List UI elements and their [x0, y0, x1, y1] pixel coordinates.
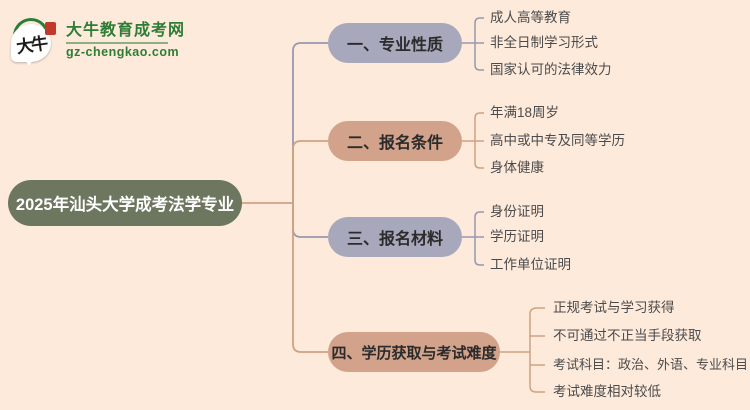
- leaf-item: 成人高等教育: [490, 10, 571, 25]
- leaf-item: 考试难度相对较低: [553, 384, 661, 399]
- branch-node-1: 一、专业性质: [328, 23, 462, 63]
- leaf-item: 工作单位证明: [490, 257, 571, 272]
- leaf-item: 学历证明: [490, 229, 544, 244]
- branch-node-3: 三、报名材料: [328, 217, 462, 257]
- logo-text-block: 大牛教育成考网 gz-chengkao.com: [66, 18, 185, 59]
- leaf-item: 不可通过不正当手段获取: [553, 328, 702, 343]
- speech-bubble-icon: 大牛: [11, 24, 51, 62]
- speech-bubble-tail: [24, 58, 34, 66]
- branch-node-2: 二、报名条件: [328, 121, 462, 161]
- red-seal-icon: [45, 22, 56, 35]
- site-logo: 大牛 大牛教育成考网 gz-chengkao.com: [10, 18, 185, 68]
- branch-node-4: 四、学历获取与考试难度: [328, 332, 500, 372]
- logo-divider: [66, 42, 168, 44]
- leaf-item: 正规考试与学习获得: [553, 300, 675, 315]
- logo-url: gz-chengkao.com: [66, 45, 180, 59]
- logo-icon-text: 大牛: [15, 33, 48, 58]
- leaf-item: 国家认可的法律效力: [490, 62, 612, 77]
- leaf-item: 高中或中专及同等学历: [490, 133, 625, 148]
- leaf-item: 身份证明: [490, 204, 544, 219]
- logo-title: 大牛教育成考网: [66, 22, 186, 39]
- leaf-item: 非全日制学习形式: [490, 35, 598, 50]
- logo-bubble-icon: 大牛: [10, 18, 58, 68]
- leaf-item: 身体健康: [490, 160, 544, 175]
- leaf-item: 考试科目：政治、外语、专业科目: [553, 357, 749, 372]
- leaf-item: 年满18周岁: [490, 105, 560, 120]
- root-node: 2025年汕头大学成考法学专业: [8, 180, 242, 226]
